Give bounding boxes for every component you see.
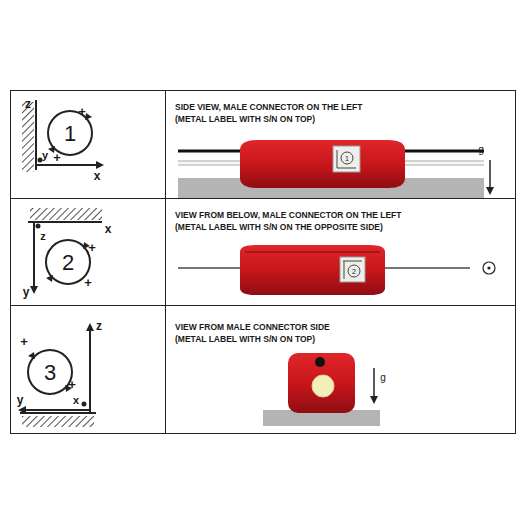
view-note: (METAL LABEL WITH S/N ON TOP)	[175, 335, 315, 344]
rotation-sign: +	[84, 276, 92, 289]
callout-number: 2	[62, 252, 74, 274]
rotation-sign: +	[53, 151, 61, 164]
axis-label: y	[17, 394, 24, 406]
rotation-sign: +	[68, 378, 76, 391]
rotation-sign: +	[78, 105, 86, 118]
axis-label: z	[40, 231, 46, 242]
axis-label: x	[73, 395, 79, 406]
rotation-sign: +	[20, 335, 28, 348]
axis-label: z	[96, 320, 102, 332]
callout-number: 1	[64, 123, 76, 145]
callout-number: 3	[44, 362, 56, 384]
axis-label: x	[105, 223, 112, 235]
axis-icon	[20, 325, 96, 427]
view-heading: VIEW FROM MALE CONNECTOR SIDE	[175, 323, 330, 332]
label-number: 1	[345, 155, 349, 162]
view-note: (METAL LABEL WITH S/N ON TOP)	[175, 115, 315, 124]
view-heading: VIEW FROM BELOW, MALE CONNECTOR ON THE L…	[175, 211, 402, 220]
axis-label: y	[23, 286, 30, 298]
axis-label: x	[94, 170, 101, 182]
label-number: 2	[352, 268, 356, 275]
axis-label: z	[25, 98, 31, 110]
view-note: (METAL LABEL WITH S/N ON THE OPPOSITE SI…	[175, 223, 383, 232]
axis-icon	[28, 208, 102, 292]
gravity-label: g	[380, 373, 386, 383]
bottom-view-figure	[178, 245, 495, 295]
rotation-sign: +	[88, 241, 96, 254]
axis-icon	[22, 100, 102, 172]
side-view-figure	[178, 140, 490, 198]
view-heading: SIDE VIEW, MALE CONNECTOR ON THE LEFT	[175, 103, 362, 112]
gravity-label: g	[478, 145, 484, 155]
table-grid	[10, 90, 516, 434]
end-view-figure	[263, 353, 380, 426]
axis-label: y	[42, 150, 48, 161]
